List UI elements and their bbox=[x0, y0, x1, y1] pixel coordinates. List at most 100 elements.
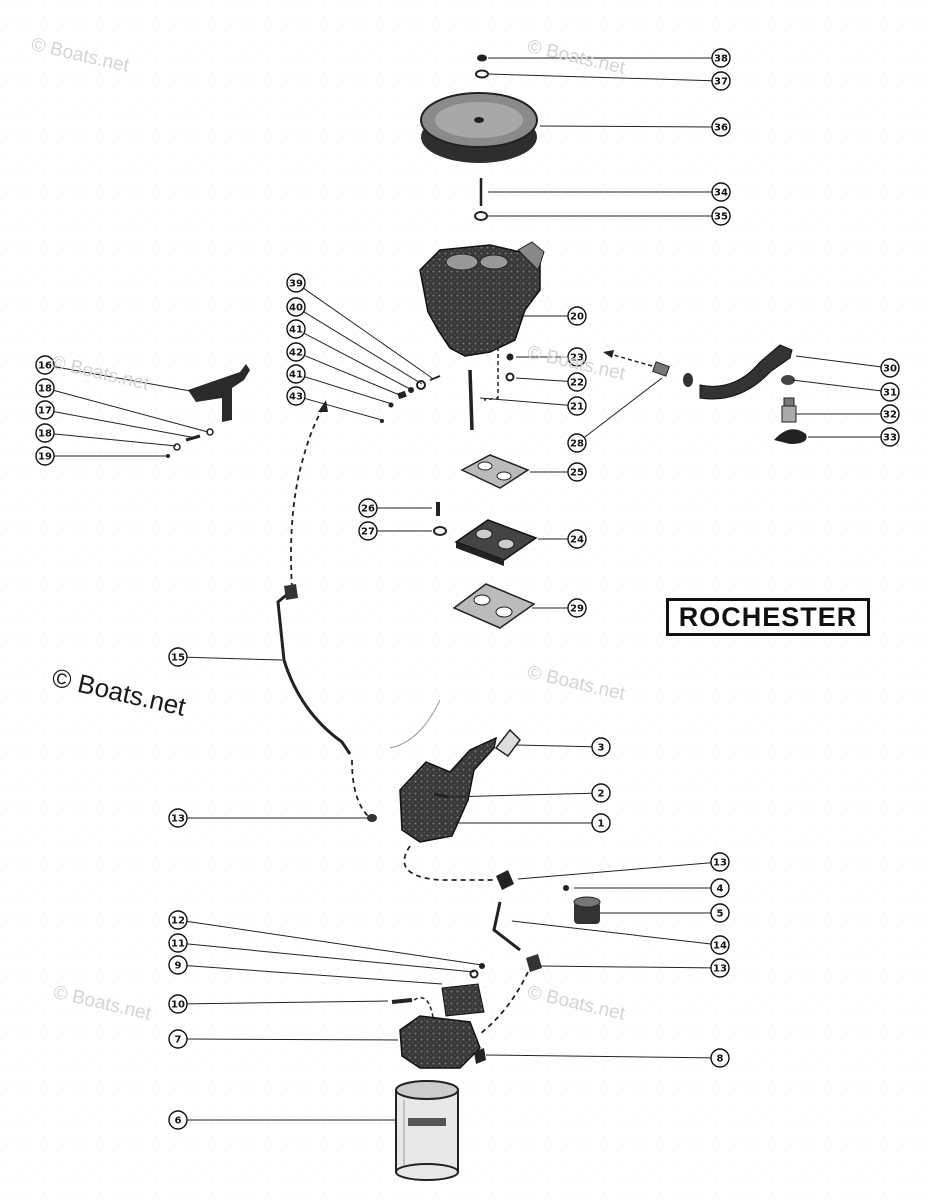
dash-10 bbox=[413, 997, 435, 1025]
callout-number: 11 bbox=[171, 939, 185, 950]
callout-c12: 12 bbox=[168, 910, 483, 966]
callout-circle bbox=[591, 783, 611, 803]
callout-number: 13 bbox=[713, 964, 727, 975]
callout-circle bbox=[710, 958, 730, 978]
callout-circle bbox=[880, 404, 900, 424]
callout-number: 35 bbox=[714, 212, 728, 223]
callout-c43: 43 bbox=[286, 386, 383, 421]
part-23 bbox=[506, 353, 514, 361]
callout-c38: 38 bbox=[488, 48, 731, 68]
part-18b bbox=[173, 443, 181, 451]
leader-line bbox=[53, 433, 177, 447]
arrow-to-carb bbox=[609, 353, 653, 367]
callout-c14: 14 bbox=[511, 920, 730, 955]
callout-number: 13 bbox=[713, 858, 727, 869]
arrowhead-carb bbox=[603, 350, 614, 358]
callout-circle bbox=[35, 423, 55, 443]
leader-line bbox=[303, 287, 433, 379]
leader-line bbox=[53, 389, 209, 433]
part-15-line bbox=[276, 590, 352, 755]
part-25-gasket bbox=[460, 454, 530, 489]
callout-circle bbox=[286, 297, 306, 317]
leader-line bbox=[303, 332, 413, 391]
leader-line bbox=[515, 377, 569, 382]
callout-circle bbox=[711, 206, 731, 226]
callout-number: 19 bbox=[38, 452, 52, 463]
leader-line bbox=[515, 744, 593, 748]
callout-number: 7 bbox=[175, 1035, 182, 1046]
leader-line bbox=[517, 862, 712, 880]
callout-c19: 19 bbox=[35, 446, 168, 466]
callout-circle bbox=[168, 994, 188, 1014]
part-1-fuel-pump bbox=[399, 736, 498, 843]
callout-number: 10 bbox=[171, 1000, 185, 1011]
callout-c33: 33 bbox=[808, 427, 900, 447]
callout-c26: 26 bbox=[358, 498, 432, 518]
callout-number: 26 bbox=[361, 504, 375, 515]
part-5-filter bbox=[573, 896, 601, 924]
callout-circle bbox=[880, 382, 900, 402]
callout-number: 6 bbox=[175, 1116, 182, 1127]
engine-arc bbox=[389, 699, 441, 749]
callout-c27: 27 bbox=[358, 521, 432, 541]
callout-circle bbox=[168, 933, 188, 953]
part-13a-fitting bbox=[367, 814, 377, 822]
callout-circle bbox=[710, 903, 730, 923]
callout-number: 8 bbox=[717, 1054, 724, 1065]
callout-circle bbox=[35, 446, 55, 466]
callout-c18b: 18 bbox=[35, 423, 177, 447]
part-8-fitting bbox=[474, 1048, 486, 1064]
callout-circle bbox=[286, 273, 306, 293]
callout-number: 37 bbox=[714, 77, 728, 88]
callout-c5: 5 bbox=[600, 903, 730, 923]
dash-15-pump bbox=[351, 759, 369, 817]
leader-line bbox=[186, 965, 443, 985]
part-38-nut bbox=[477, 54, 487, 62]
callout-number: 16 bbox=[38, 361, 52, 372]
leader-line bbox=[791, 379, 882, 392]
callout-circle bbox=[880, 358, 900, 378]
callout-circle bbox=[567, 433, 587, 453]
callout-c30: 30 bbox=[795, 355, 900, 378]
leader-line bbox=[795, 355, 882, 368]
callout-c15: 15 bbox=[168, 647, 283, 667]
callout-circle bbox=[711, 182, 731, 202]
callout-c41a: 41 bbox=[286, 319, 413, 391]
callout-number: 31 bbox=[883, 388, 897, 399]
callout-c39: 39 bbox=[286, 273, 433, 379]
callout-circle bbox=[567, 598, 587, 618]
leader-line bbox=[511, 920, 712, 945]
callout-c34: 34 bbox=[488, 182, 731, 202]
part-16-lever bbox=[188, 364, 250, 422]
callout-circle bbox=[710, 935, 730, 955]
callout-c41b: 41 bbox=[286, 364, 393, 405]
callout-c8: 8 bbox=[485, 1048, 730, 1068]
callout-number: 22 bbox=[570, 378, 584, 389]
callout-c7: 7 bbox=[168, 1029, 399, 1049]
callout-number: 34 bbox=[714, 188, 728, 199]
callout-number: 30 bbox=[883, 364, 897, 375]
callout-c6: 6 bbox=[168, 1110, 396, 1130]
callout-number: 24 bbox=[570, 535, 584, 546]
dash-13c-down bbox=[479, 971, 529, 1035]
callout-c16: 16 bbox=[35, 355, 197, 393]
callout-number: 17 bbox=[38, 406, 52, 417]
callout-circle bbox=[567, 306, 587, 326]
leader-line bbox=[53, 411, 197, 439]
rochester-label: ROCHESTER bbox=[666, 598, 870, 636]
part-31-clamp bbox=[781, 375, 795, 385]
callout-number: 5 bbox=[717, 909, 724, 920]
part-28-fitting bbox=[652, 361, 670, 377]
callout-c3: 3 bbox=[515, 737, 611, 757]
callout-circle bbox=[591, 737, 611, 757]
callout-c32: 32 bbox=[796, 404, 900, 424]
callout-number: 32 bbox=[883, 410, 897, 421]
callout-circle bbox=[591, 813, 611, 833]
callout-number: 27 bbox=[361, 527, 375, 538]
callout-c23: 23 bbox=[516, 347, 587, 367]
part-4 bbox=[563, 885, 569, 891]
part-7-filter-base bbox=[399, 1015, 481, 1069]
callout-group: 3837363435202322212825262724293031323339… bbox=[35, 48, 900, 1130]
part-33-cap bbox=[774, 429, 807, 444]
leader-line bbox=[583, 377, 663, 438]
